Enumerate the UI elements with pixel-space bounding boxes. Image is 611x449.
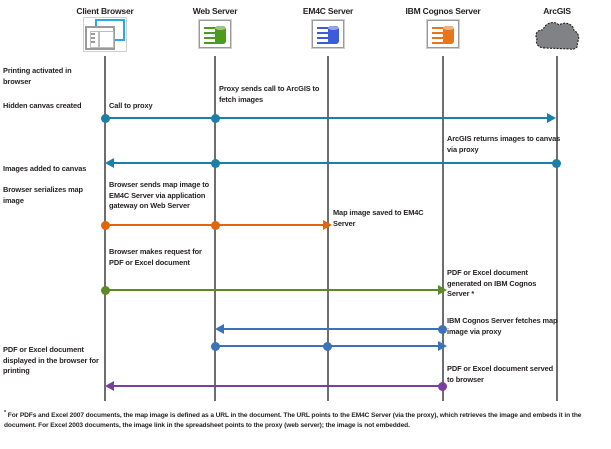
- actor-label: Client Browser: [76, 6, 134, 16]
- actor-label: Web Server: [192, 6, 238, 16]
- label-document-served-to-browser: PDF or Excel document served to browser: [447, 364, 554, 384]
- server-database-icon: [383, 19, 503, 49]
- note-document-displayed: PDF or Excel document displayed in the b…: [3, 345, 99, 375]
- note-browser-serializes: Browser serializes map image: [3, 185, 83, 205]
- browser-window-icon: [45, 17, 165, 52]
- footnote: * For PDFs and Excel 2007 documents, the…: [4, 408, 604, 431]
- label-proxy-sends-call-to-arcgis: Proxy sends call to ArcGIS to fetch imag…: [219, 84, 320, 104]
- message-document-served-to-browser: [105, 381, 447, 391]
- cloud-icon: [497, 19, 611, 51]
- actor-label: ArcGIS: [543, 6, 571, 16]
- note-printing-activated: Printing activated in browser: [3, 66, 72, 86]
- message-proxy-returns-map-image: [211, 341, 447, 351]
- message-cognos-fetches-map-image: [215, 324, 447, 334]
- footnote-text: For PDFs and Excel 2007 documents, the m…: [4, 412, 582, 430]
- server-database-icon: [268, 19, 388, 49]
- note-images-added: Images added to canvas: [3, 164, 87, 173]
- label-arcgis-returns-images: ArcGIS returns images to canvas via prox…: [447, 134, 561, 154]
- server-database-icon: [155, 19, 275, 49]
- note-hidden-canvas: Hidden canvas created: [3, 101, 82, 110]
- actor-em4c-server: EM4C Server: [268, 6, 388, 49]
- actor-web-server: Web Server: [155, 6, 275, 49]
- actor-arcgis: ArcGIS: [497, 6, 611, 51]
- label-call-to-proxy: Call to proxy: [109, 101, 153, 110]
- label-browser-requests-document: Browser makes request for PDF or Excel d…: [109, 247, 202, 267]
- actor-client-browser: Client Browser: [45, 6, 165, 52]
- label-map-image-saved: Map image saved to EM4C Server: [333, 208, 424, 228]
- message-browser-requests-document: [101, 285, 447, 295]
- label-document-generated: PDF or Excel document generated on IBM C…: [447, 268, 537, 298]
- footnote-marker: *: [4, 410, 7, 416]
- actor-label: EM4C Server: [302, 6, 354, 16]
- actor-label: IBM Cognos Server: [405, 6, 481, 16]
- message-arcgis-returns-images: [105, 158, 561, 168]
- message-browser-sends-map-image: [101, 220, 332, 230]
- lifeline-ibm-cognos-server: [442, 56, 444, 401]
- label-browser-sends-map-image: Browser sends map image to EM4C Server v…: [109, 180, 210, 210]
- message-call-to-proxy: [101, 113, 556, 123]
- actor-ibm-cognos-server: IBM Cognos Server: [383, 6, 503, 49]
- label-cognos-fetches-map-image: IBM Cognos Server fetches map image via …: [447, 316, 558, 336]
- lifeline-arcgis: [556, 56, 558, 401]
